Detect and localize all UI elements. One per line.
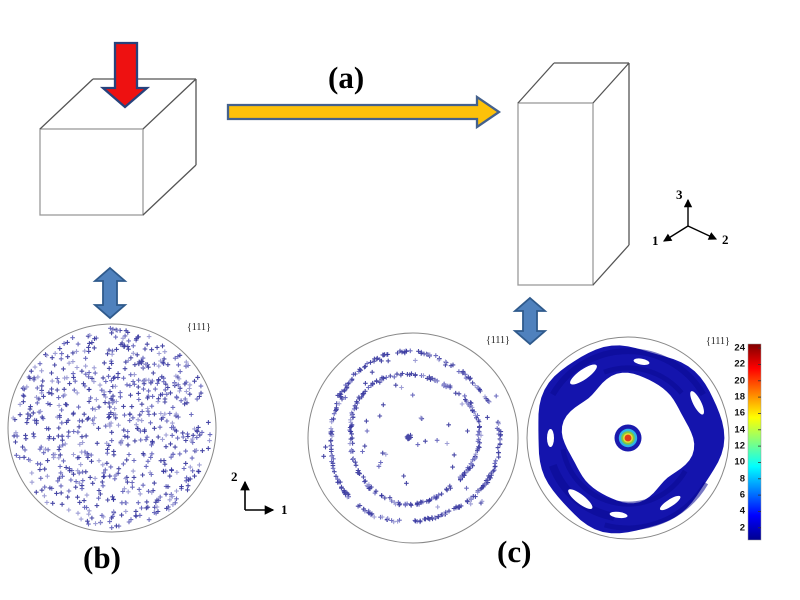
pole-figure-intermediate-markers bbox=[321, 348, 504, 525]
triad-axis-3-label: 3 bbox=[676, 187, 683, 202]
coordinate-triad bbox=[663, 198, 718, 242]
colorbar-tick-label: 4 bbox=[739, 505, 745, 517]
link-arrow-left-icon bbox=[92, 266, 128, 320]
link-arrow-right-icon bbox=[512, 296, 548, 346]
contour-ring-gap bbox=[547, 429, 554, 447]
pole-tag-final: {111} bbox=[706, 336, 730, 347]
colorbar-tick-label: 22 bbox=[734, 358, 745, 370]
contour-ring-streak bbox=[603, 365, 684, 395]
colorbar-tick-label: 14 bbox=[734, 424, 745, 436]
colorbar-tick-label: 24 bbox=[734, 342, 745, 354]
contour-ring-gap bbox=[568, 489, 593, 509]
process-arrow-icon bbox=[226, 94, 502, 130]
contour-ring-gap bbox=[609, 511, 628, 519]
contour-ring-gap bbox=[633, 358, 650, 365]
colorbar-tick-label: 2 bbox=[739, 522, 745, 534]
compression-arrow-icon bbox=[99, 41, 151, 109]
pole-markers-path bbox=[10, 328, 212, 526]
colorbar-tick-label: 8 bbox=[739, 473, 745, 485]
colorbar-tick-label: 18 bbox=[734, 391, 745, 403]
initial-cube bbox=[39, 78, 197, 216]
pole-markers-path bbox=[11, 327, 211, 529]
colorbar-tick-label: 16 bbox=[734, 407, 745, 419]
pole-markers-path bbox=[328, 352, 503, 525]
colorbar-tick-marks bbox=[758, 347, 761, 529]
deformed-box-edges bbox=[517, 62, 630, 286]
pole-figure-initial bbox=[7, 323, 217, 533]
label-step-b: (b) bbox=[83, 540, 121, 575]
deformed-box bbox=[517, 62, 630, 286]
deformed-box-front-face bbox=[517, 102, 594, 286]
pole-figure-final bbox=[526, 336, 730, 540]
colorbar-tick-label: 10 bbox=[734, 456, 745, 468]
colorbar-gradient bbox=[747, 343, 762, 541]
colorbar-tick-label: 6 bbox=[739, 489, 745, 501]
pole-figure-initial-markers bbox=[10, 326, 213, 530]
triad-axis-2-label: 2 bbox=[722, 232, 729, 247]
plane-axis-2-label: 2 bbox=[231, 469, 238, 484]
colorbar-tick-label: 20 bbox=[734, 375, 745, 387]
center-peak-contour bbox=[624, 434, 632, 442]
initial-cube-edges bbox=[39, 78, 197, 216]
initial-cube-front-face bbox=[39, 128, 144, 216]
contour-ring-streak bbox=[550, 348, 706, 397]
pole-tag-initial: {111} bbox=[187, 322, 211, 333]
pole-figure-final-center-peak bbox=[614, 424, 642, 452]
pole-tag-intermediate: {111} bbox=[486, 335, 510, 346]
triad-axis-1-label: 1 bbox=[652, 233, 659, 248]
label-step-a: (a) bbox=[328, 60, 365, 95]
pole-figure-final-contours bbox=[538, 345, 725, 534]
plane-axis-1-label: 1 bbox=[281, 502, 288, 517]
contour-ring-gap bbox=[659, 495, 681, 511]
pole-figure-intermediate bbox=[307, 332, 519, 544]
plane-axes bbox=[240, 480, 275, 515]
contour-ring-gap bbox=[690, 391, 704, 415]
pole-markers-path bbox=[321, 348, 504, 524]
contour-ring-streak bbox=[560, 449, 688, 507]
contour-ring-streak bbox=[604, 481, 709, 531]
contour-ring-gap bbox=[570, 364, 597, 385]
label-step-c: (c) bbox=[497, 534, 532, 569]
colorbar bbox=[747, 343, 762, 541]
colorbar-tick-label: 12 bbox=[734, 440, 745, 452]
